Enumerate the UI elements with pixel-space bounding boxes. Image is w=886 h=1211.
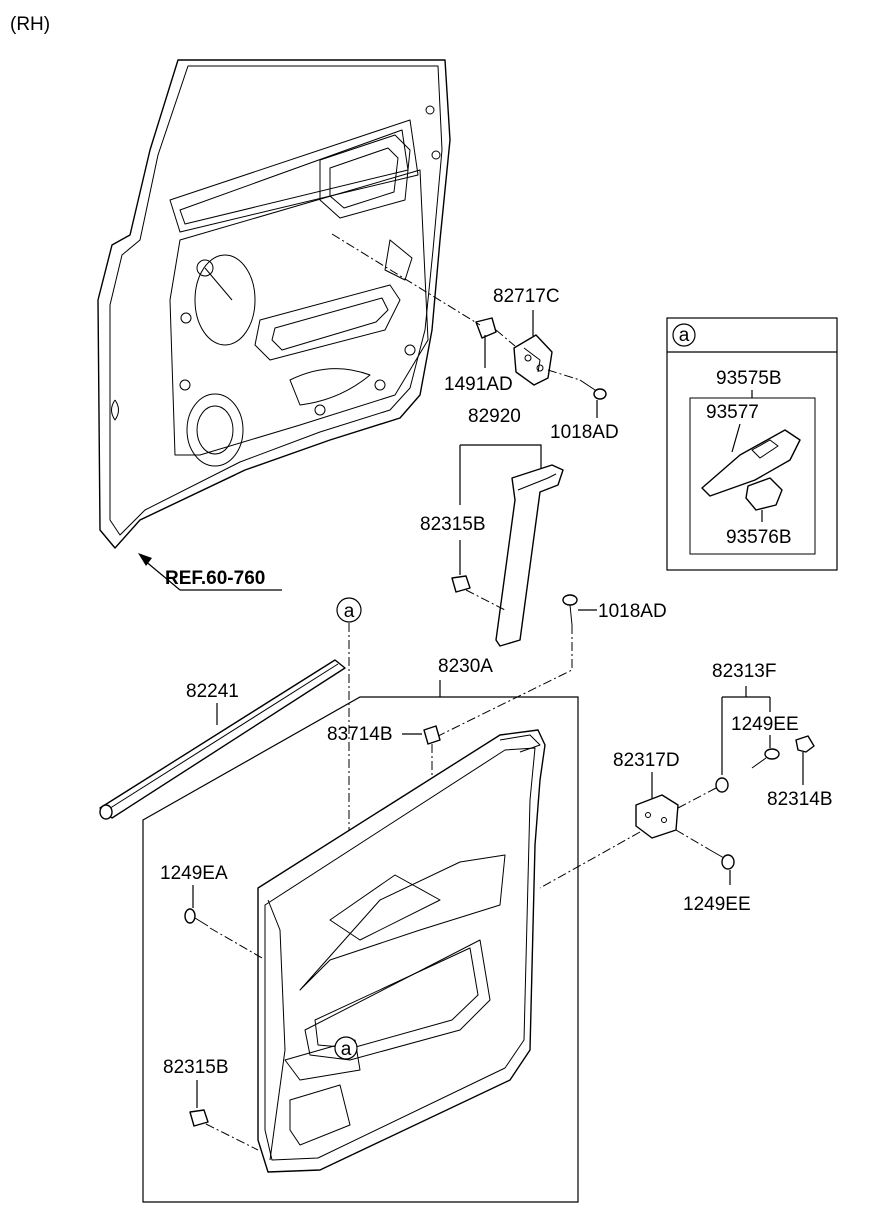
label-1249EE-upper: 1249EE [731,714,799,735]
label-1018AD-lower: 1018AD [598,601,667,622]
clip-82313F [715,777,729,793]
door-shell [97,59,451,549]
ref-label: REF.60-760 [165,568,265,589]
bracket-82317D [635,794,679,839]
weatherstrip-82241 [99,659,346,820]
label-82920: 82920 [468,406,521,427]
clip-1491AD [475,317,497,339]
label-82314B: 82314B [767,789,833,810]
label-1491AD: 1491AD [444,374,513,395]
label-1249EA: 1249EA [160,863,228,884]
side-label: (RH) [10,14,50,35]
inset-symbol: a [679,325,690,346]
screw-1249EA [184,908,209,927]
callout-symbol-panel: a [341,1039,352,1060]
inset-box [666,317,838,571]
label-82317D: 82317D [613,750,680,771]
label-93575B: 93575B [716,368,782,389]
clip-83714B [423,725,441,745]
door-trim-panel [257,729,546,1173]
hinge-bracket-82717C [513,334,553,386]
bolt-1018AD-upper [579,379,607,400]
callout-circle-a [336,597,362,623]
label-93577: 93577 [706,402,759,423]
nut-82314B [795,735,815,753]
callout-symbol: a [344,601,355,622]
ref-arrow [138,553,282,591]
label-82241: 82241 [186,681,239,702]
label-1249EE-lower: 1249EE [683,894,751,915]
leader-dash-hinge [331,233,481,326]
label-1018AD-upper: 1018AD [550,422,619,443]
clip-82315B-upper [451,575,471,593]
label-82717C: 82717C [493,286,560,307]
switch-93576B [745,477,783,511]
label-82315B-upper: 82315B [420,514,486,535]
label-83714B: 83714B [327,724,393,745]
panel-box [142,696,579,1203]
screw-1018AD-lower [562,594,578,626]
screw-1249EE-lower [709,849,735,870]
pillar-trim-82920 [495,464,564,647]
clip-82315B-lower [189,1109,209,1127]
label-93576B: 93576B [726,527,792,548]
label-82315B-lower: 82315B [163,1057,229,1078]
callout-circle-a-panel [334,1036,358,1060]
label-82313F: 82313F [712,661,776,682]
screw-1249EE-upper [751,748,780,769]
label-8230A: 8230A [438,656,493,677]
switch-panel-93577 [701,429,801,497]
